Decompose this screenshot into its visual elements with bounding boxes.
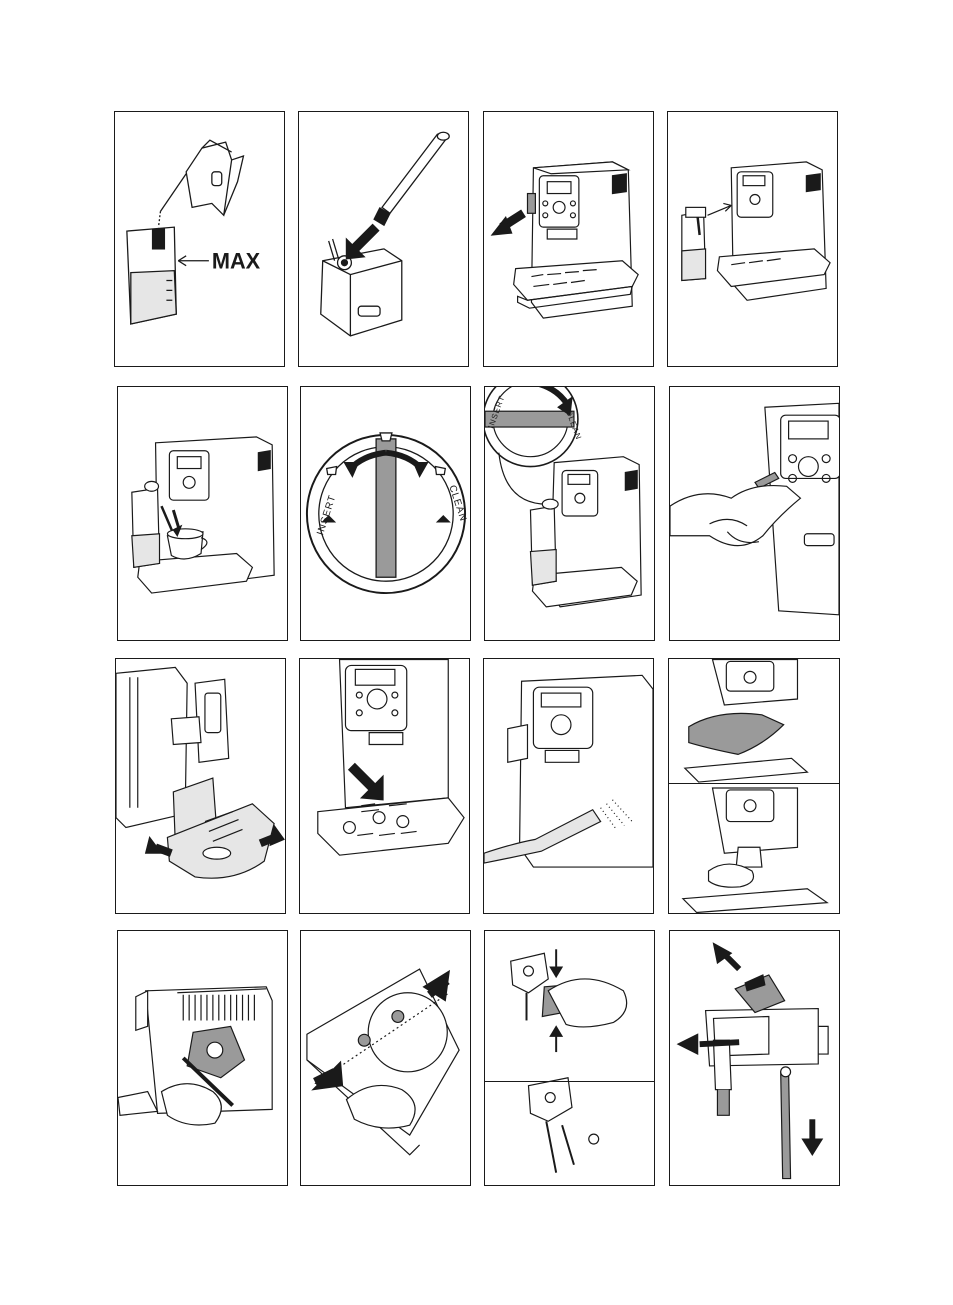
panel-press-tray-panel [299, 658, 470, 914]
panel-cup-under-milk [117, 386, 288, 641]
panel-vacuum-clean [483, 658, 654, 914]
panel-press-brew-unit-buttons [300, 930, 471, 1186]
panel-wipe-nozzle [669, 386, 840, 641]
panel-divider [669, 783, 839, 784]
panel-turn-to-clean: INSERT CLEAN [484, 386, 655, 641]
panel-remove-spout-parts [669, 930, 840, 1186]
panel-align-brew-unit [484, 930, 655, 1186]
panel-wash-tray-wipe [668, 658, 840, 914]
panel-divider [485, 1081, 654, 1082]
panel-remove-drip-tray [115, 658, 286, 914]
panel-remove-nozzle [483, 111, 654, 367]
max-label: MAX [212, 249, 261, 274]
panel-insert-milk-tube [298, 111, 469, 367]
panel-knob-insert-clean: INSERT CLEAN [300, 386, 471, 641]
panel-attach-milk-container [667, 111, 838, 367]
panel-fill-milk-container: MAX [114, 111, 285, 367]
panel-remove-brew-unit [117, 930, 288, 1186]
